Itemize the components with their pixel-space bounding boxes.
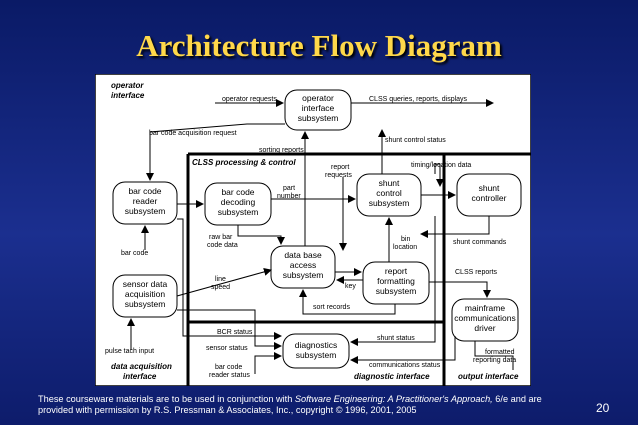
clss-region-label: CLSS processing & control [192, 158, 296, 167]
label-clss-queries: CLSS queries, reports, displays [369, 96, 468, 103]
data-acquisition-region-label: data acquisition interface [111, 362, 174, 381]
footer-copyright: These courseware materials are to be use… [38, 394, 542, 415]
arrow-shunt-status [350, 216, 436, 346]
label-pulse-tach: pulse tach input [105, 348, 154, 355]
label-shunt-control-status: shunt control status [385, 137, 446, 144]
label-timing-location: timing/location data [411, 162, 471, 169]
arrow-clss-reports [429, 281, 491, 298]
label-bar-code-acq-request: bar code acquisition request [149, 130, 237, 137]
arrow-timing-location [434, 163, 444, 187]
label-bar-code: bar code [121, 250, 148, 257]
arrow-formatted-reporting [474, 341, 514, 370]
label-shunt-commands: shunt commands [453, 239, 507, 246]
slide-title: Architecture Flow Diagram [136, 28, 502, 63]
label-bcr-status: BCR status [217, 329, 253, 336]
label-sorting-reports: sorting reports [259, 147, 304, 154]
arrow-shunt-commands [420, 216, 490, 238]
architecture-flow-diagram: operator interface CLSS processing & con… [95, 74, 531, 386]
arrow-bar-code-reader-status [254, 352, 282, 374]
label-communications-status: communications status [369, 362, 441, 369]
page-number: 20 [596, 401, 610, 415]
arrow-bcr-status [177, 218, 282, 340]
flow-labels: operator requests CLSS queries, reports,… [105, 96, 516, 379]
diagnostic-interface-region-label: diagnostic interface [354, 372, 430, 381]
arrow-sort-records [299, 289, 396, 315]
arrow-bar-code-acq-request [146, 123, 285, 181]
label-shunt-status: shunt status [377, 335, 415, 342]
operator-interface-region-label: operator interface [111, 81, 146, 100]
label-sensor-status: sensor status [206, 345, 248, 352]
label-key: key [345, 283, 356, 290]
arrow-communications-status [350, 336, 456, 364]
label-clss-reports: CLSS reports [455, 269, 498, 276]
flow-arrows [127, 99, 514, 374]
label-operator-requests: operator requests [222, 96, 277, 103]
output-interface-region-label: output interface [458, 372, 519, 381]
arrow-raw-bar-code [237, 225, 285, 245]
label-sort-records: sort records [313, 304, 350, 311]
arrow-sensor-status [177, 309, 282, 350]
arrow-line-speed [176, 268, 272, 297]
